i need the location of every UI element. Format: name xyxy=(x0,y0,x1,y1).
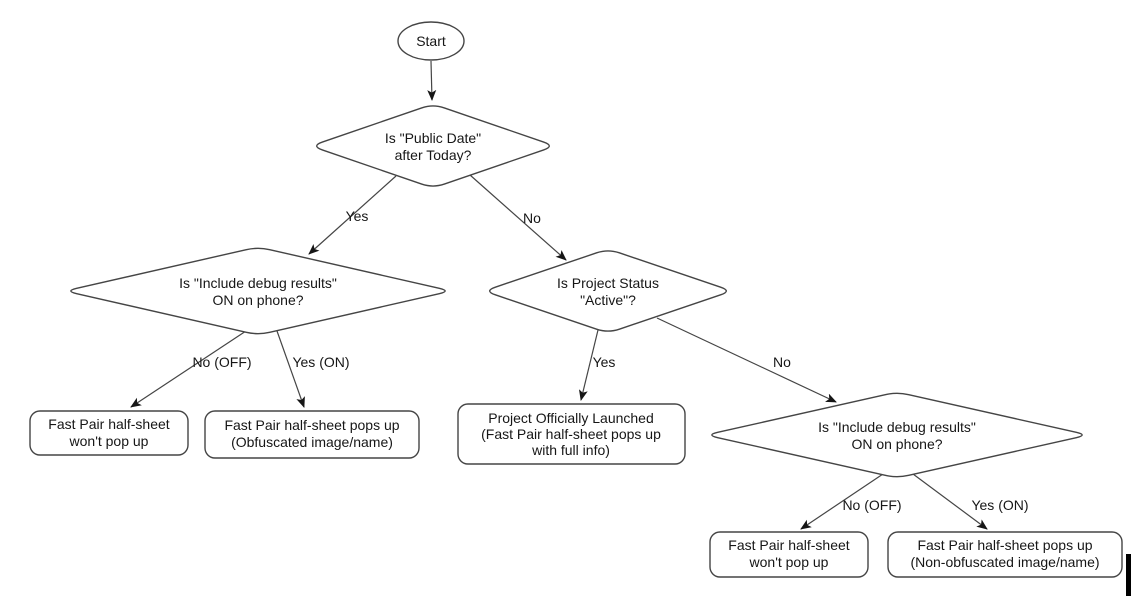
edge-label-debug-left-no: No (OFF) xyxy=(192,354,251,370)
edge-label-public-date-yes: Yes xyxy=(346,208,369,224)
result-no-popup-right: Fast Pair half-sheet won't pop up xyxy=(709,531,869,578)
edge-label-public-date-no: No xyxy=(523,210,541,226)
decision-debug-right-line1: Is "Include debug results" xyxy=(818,419,976,435)
result-box xyxy=(709,531,869,578)
decision-debug-right: Is "Include debug results" ON on phone? xyxy=(711,392,1083,478)
decision-debug-left-line1: Is "Include debug results" xyxy=(179,275,337,291)
result-box xyxy=(204,410,420,459)
decision-public-date: Is "Public Date" after Today? xyxy=(315,105,551,187)
result-launched-line2: (Fast Pair half-sheet pops up xyxy=(481,426,661,442)
edge-project-status-no xyxy=(656,317,837,403)
decision-project-status-line2: "Active"? xyxy=(580,292,636,308)
edge-debug-left-yes xyxy=(276,330,305,408)
edge-label-debug-right-yes: Yes (ON) xyxy=(971,497,1028,513)
result-no-popup-left-line2: won't pop up xyxy=(69,433,149,449)
start-node: Start xyxy=(397,21,465,61)
result-launched: Project Officially Launched (Fast Pair h… xyxy=(457,403,686,465)
diamond-debug-right xyxy=(711,392,1083,478)
result-obfuscated-line2: (Obfuscated image/name) xyxy=(231,434,393,450)
decision-public-date-line2: after Today? xyxy=(395,147,472,163)
result-no-popup-right-line2: won't pop up xyxy=(749,554,829,570)
edge-debug-right-no xyxy=(800,473,884,530)
result-obfuscated-line1: Fast Pair half-sheet pops up xyxy=(224,417,399,433)
start-label: Start xyxy=(416,33,446,49)
result-obfuscated: Fast Pair half-sheet pops up (Obfuscated… xyxy=(204,410,420,459)
decision-debug-left: Is "Include debug results" ON on phone? xyxy=(70,247,446,335)
edge-label-project-status-yes: Yes xyxy=(593,354,616,370)
edge-label-debug-right-no: No (OFF) xyxy=(842,497,901,513)
edge-label-project-status-no: No xyxy=(773,354,791,370)
text-cursor xyxy=(1126,554,1131,596)
edge-public-date-yes xyxy=(308,175,397,255)
start-ellipse xyxy=(397,21,465,61)
result-no-popup-right-line1: Fast Pair half-sheet xyxy=(728,537,849,553)
result-non-obfuscated-line2: (Non-obfuscated image/name) xyxy=(910,554,1099,570)
decision-project-status-line1: Is Project Status xyxy=(557,275,659,291)
result-launched-line3: with full info) xyxy=(531,442,610,458)
edge-labels: Yes No No (OFF) Yes (ON) Yes No No (OFF)… xyxy=(192,208,1028,513)
decision-debug-right-line2: ON on phone? xyxy=(851,436,942,452)
decision-debug-left-line2: ON on phone? xyxy=(212,292,303,308)
diamond-debug-left xyxy=(70,247,446,335)
edge-debug-right-yes xyxy=(912,473,988,530)
result-no-popup-left: Fast Pair half-sheet won't pop up xyxy=(29,410,189,456)
edge-public-date-no xyxy=(469,174,567,261)
decision-project-status: Is Project Status "Active"? xyxy=(488,250,728,332)
result-launched-line1: Project Officially Launched xyxy=(488,410,654,426)
edges xyxy=(130,60,988,530)
edge-label-debug-left-yes: Yes (ON) xyxy=(292,354,349,370)
edge-debug-left-no xyxy=(130,330,247,408)
result-box xyxy=(29,410,189,456)
result-non-obfuscated-line1: Fast Pair half-sheet pops up xyxy=(917,537,1092,553)
result-box xyxy=(457,403,686,465)
result-box xyxy=(887,531,1123,578)
result-no-popup-left-line1: Fast Pair half-sheet xyxy=(48,416,169,432)
result-non-obfuscated: Fast Pair half-sheet pops up (Non-obfusc… xyxy=(887,531,1123,578)
diamond-project-status xyxy=(488,250,728,332)
decision-public-date-line1: Is "Public Date" xyxy=(385,130,481,146)
edge-start-to-public-date xyxy=(427,60,437,101)
edge-project-status-yes xyxy=(578,329,599,401)
diamond-public-date xyxy=(315,105,551,187)
